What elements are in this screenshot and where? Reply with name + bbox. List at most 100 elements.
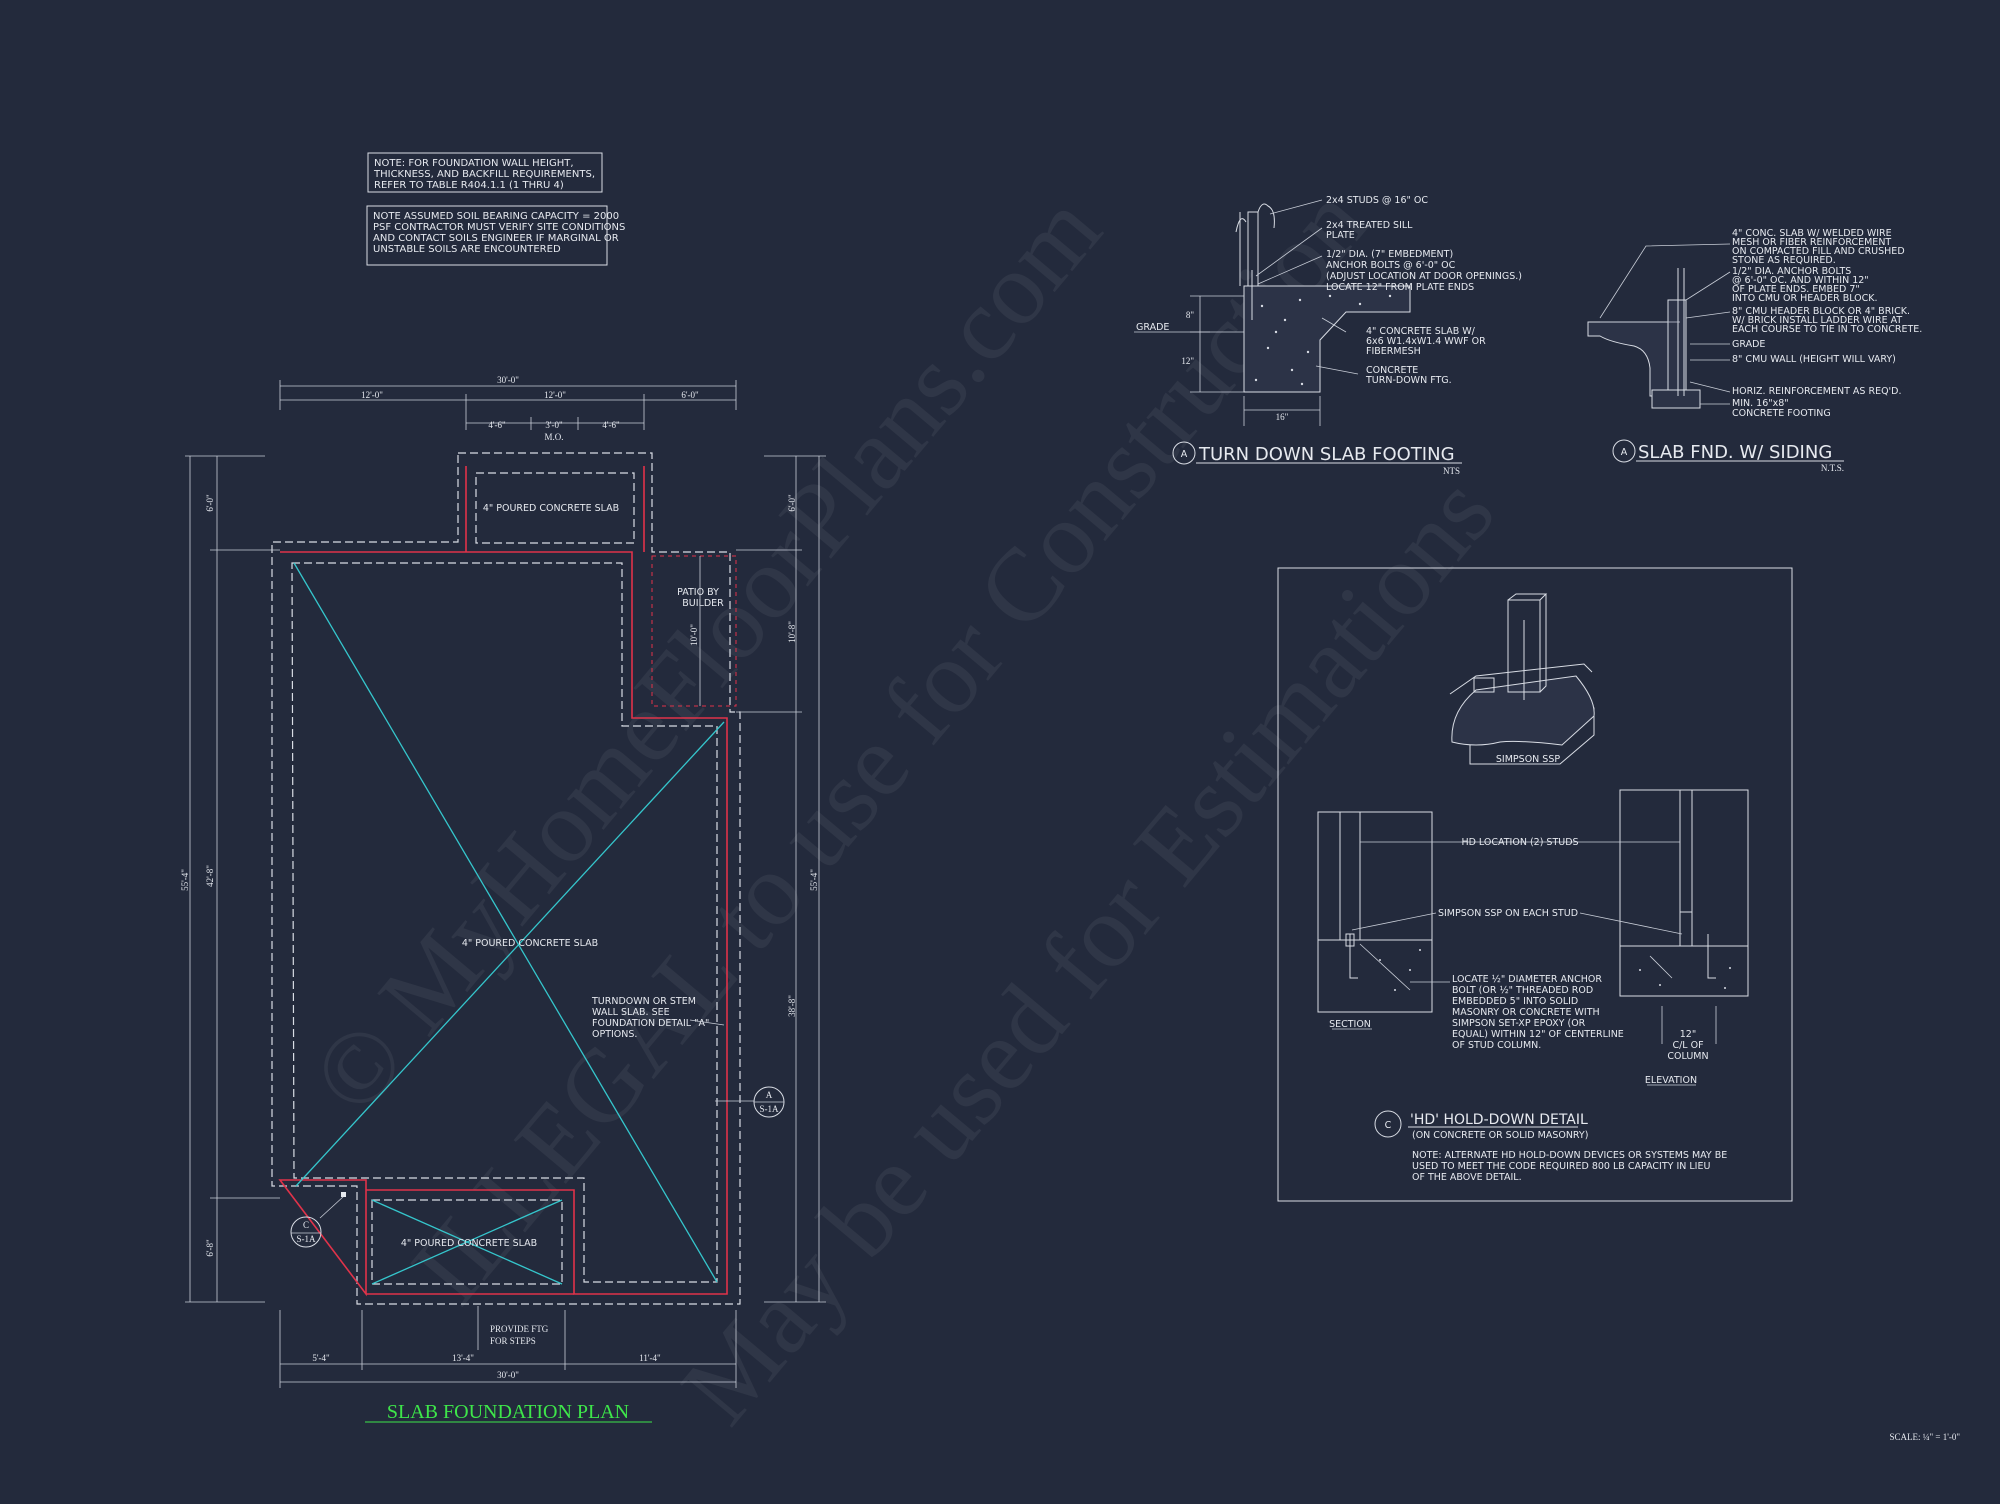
note1-line2: THICKNESS, AND BACKFILL REQUIREMENTS, [373,169,595,180]
detail-c-locate-3: EMBEDDED 5" INTO SOLID [1452,996,1578,1007]
detail-a2-callout-10: W/ BRICK INSTALL LADDER WIRE AT [1732,315,1902,326]
detail-c-locate-1: LOCATE ½" DIAMETER ANCHOR [1452,974,1602,985]
dim-bottom-right: 11'-4" [639,1353,661,1363]
plan-dims-right: 6'-0" 10'-8" 38'-8" 55'-4" 10'-0" [689,455,826,1303]
footing-outline [271,452,741,1305]
detail-a2-callout-15: MIN. 16"x8" [1732,398,1789,409]
dim-mo-left: 4'-6" [488,420,506,430]
detail-c-col-1: 12" [1680,1029,1696,1040]
label-slab-main: 4" POURED CONCRETE SLAB [462,938,598,949]
note2-line4: UNSTABLE SOILS ARE ENCOUNTERED [373,244,561,255]
detail-a1-callout-6: (ADJUST LOCATION AT DOOR OPENINGS.) [1326,271,1522,282]
note-foundation-wall: NOTE: FOR FOUNDATION WALL HEIGHT, THICKN… [367,152,603,193]
label-steps-1: PROVIDE FTG [490,1324,549,1334]
detail-a2-scale: N.T.S. [1821,463,1844,473]
detail-a2-callout-16: CONCRETE FOOTING [1732,408,1831,419]
dim-right-overall: 55'-4" [809,869,819,891]
section-tag-c[interactable]: C S-1A [290,1192,346,1248]
detail-a1-callout-3: PLATE [1326,230,1355,241]
detail-a1-callout-10: FIBERMESH [1366,346,1421,357]
note1-line3: REFER TO TABLE R404.1.1 (1 THRU 4) [374,180,564,191]
foundation-plan: 4" POURED CONCRETE SLAB 4" POURED CONCRE… [180,375,826,1423]
detail-a1-dim-h2: 12" [1181,356,1194,366]
detail-c-section: SECTION [1329,1019,1371,1030]
detail-a2-callout-6: @ 6'-0" OC. AND WITHIN 12" [1732,275,1869,286]
dim-right-top: 6'-0" [787,494,797,512]
top-slab-outline [475,472,635,544]
dim-patio-depth: 10'-0" [689,624,699,646]
detail-c-locate-6: EQUAL) WITHIN 12" OF CENTERLINE [1452,1029,1624,1040]
detail-a1-dim-w: 16" [1276,412,1289,422]
dim-left-overall: 55'-4" [180,869,190,891]
detail-c-subtitle: (ON CONCRETE OR SOLID MASONRY) [1412,1130,1588,1141]
label-turndown-3: FOUNDATION DETAIL "A" [592,1018,709,1029]
detail-a2-callout-7: OF PLATE ENDS. EMBED 7" [1732,284,1860,295]
detail-a2-callout-12: GRADE [1732,339,1765,350]
detail-a1-callout-7: LOCATE 12" FROM PLATE ENDS [1326,282,1474,293]
detail-a2-callout-8: INTO CMU OR HEADER BLOCK. [1732,293,1878,304]
label-turndown-4: OPTIONS. [592,1029,637,1040]
label-slab-bottom: 4" POURED CONCRETE SLAB [401,1238,537,1249]
detail-a1-grade: GRADE [1136,322,1169,333]
dim-right-mid: 38'-8" [787,995,797,1017]
label-slab-top: 4" POURED CONCRETE SLAB [483,503,619,514]
sheet-scale: SCALE: ¼" = 1'-0" [1889,1432,1960,1442]
label-turndown-1: TURNDOWN OR STEM [591,996,696,1007]
note2-line3: AND CONTACT SOILS ENGINEER IF MARGINAL O… [373,233,619,244]
detail-a2-callout-2: MESH OR FIBER REINFORCEMENT [1732,237,1891,248]
label-patio-1: PATIO BY [677,587,719,598]
dim-left-bottom: 6'-8" [205,1239,215,1257]
detail-c-ssp-each: SIMPSON SSP ON EACH STUD [1438,908,1578,919]
detail-a1-title: TURN DOWN SLAB FOOTING [1198,444,1455,465]
dim-right-patio: 10'-8" [787,621,797,643]
note2-line1: NOTE ASSUMED SOIL BEARING CAPACITY = 200… [373,211,619,222]
plan-dims-bottom: 5'-4" 13'-4" 11'-4" 30'-0" [279,1310,737,1388]
dim-bottom-left: 5'-4" [312,1353,330,1363]
label-steps-2: FOR STEPS [490,1336,536,1346]
dim-mo-mid: 3'-0" [545,420,563,430]
dim-top-left: 12'-0" [361,390,383,400]
dim-mo-label: M.O. [544,432,563,442]
detail-a2-callout-9: 8" CMU HEADER BLOCK OR 4" BRICK. [1732,306,1910,317]
detail-a1-callout-1: 2x4 STUDS @ 16" OC [1326,195,1428,206]
detail-a1-callout-4: 1/2" DIA. (7" EMBEDMENT) [1326,249,1453,260]
tag-a-sheet: S-1A [759,1104,779,1114]
tag-a-letter: A [766,1090,773,1100]
detail-a1-callout-8: 4" CONCRETE SLAB W/ [1366,326,1476,337]
dim-top-mid: 12'-0" [544,390,566,400]
detail-c-iso-label: SIMPSON SSP [1496,754,1560,765]
slab-diagonal-2 [295,721,725,1187]
dim-mo-right: 4'-6" [602,420,620,430]
detail-c-locate-5: SIMPSON SET-XP EPOXY (OR [1452,1018,1586,1029]
detail-c-locate-2: BOLT (OR ½" THREADED ROD [1452,985,1593,996]
detail-c-col-2: C/L OF [1672,1040,1703,1051]
detail-c-title: 'HD' HOLD-DOWN DETAIL [1410,1112,1588,1128]
note-soil-bearing: NOTE ASSUMED SOIL BEARING CAPACITY = 200… [366,205,625,266]
detail-slab-fnd-siding: 4" CONC. SLAB W/ WELDED WIRE MESH OR FIB… [1587,228,1922,473]
detail-a2-letter: A [1621,447,1628,458]
detail-a2-callout-11: EACH COURSE TO TIE IN TO CONCRETE. [1732,324,1922,335]
detail-c-locate-7: OF STUD COLUMN. [1452,1040,1541,1051]
detail-a1-callout-2: 2x4 TREATED SILL [1326,220,1413,231]
detail-a2-callout-13: 8" CMU WALL (HEIGHT WILL VARY) [1732,354,1896,365]
detail-hold-down: SIMPSON SSP SECTION HD LOCATION (2) STUD… [1277,567,1793,1202]
detail-c-col-3: COLUMN [1667,1051,1708,1062]
detail-a2-callout-5: 1/2" DIA. ANCHOR BOLTS [1732,266,1851,277]
detail-a1-letter: A [1181,449,1188,460]
dim-left-mid: 42'-8" [205,865,215,887]
detail-a1-callout-12: TURN-DOWN FTG. [1365,375,1452,386]
watermark: © MyHomeFloorPlans.com ILLEGAL to use fo… [290,165,1517,1445]
patio-outline [651,555,737,707]
detail-a1-scale: NTS [1443,466,1460,476]
detail-c-note-1: NOTE: ALTERNATE HD HOLD-DOWN DEVICES OR … [1412,1150,1727,1161]
detail-a2-callout-3: ON COMPACTED FILL AND CRUSHED [1732,246,1905,257]
detail-c-note-3: OF THE ABOVE DETAIL. [1412,1172,1522,1183]
section-tag-a[interactable]: A S-1A [715,1086,785,1118]
bottom-slab-outline [371,1199,563,1285]
dim-top-right: 6'-0" [681,390,699,400]
detail-a2-callout-4: STONE AS REQUIRED. [1732,255,1836,266]
detail-c-hd-location: HD LOCATION (2) STUDS [1461,837,1578,848]
tag-c-letter: C [303,1220,309,1230]
